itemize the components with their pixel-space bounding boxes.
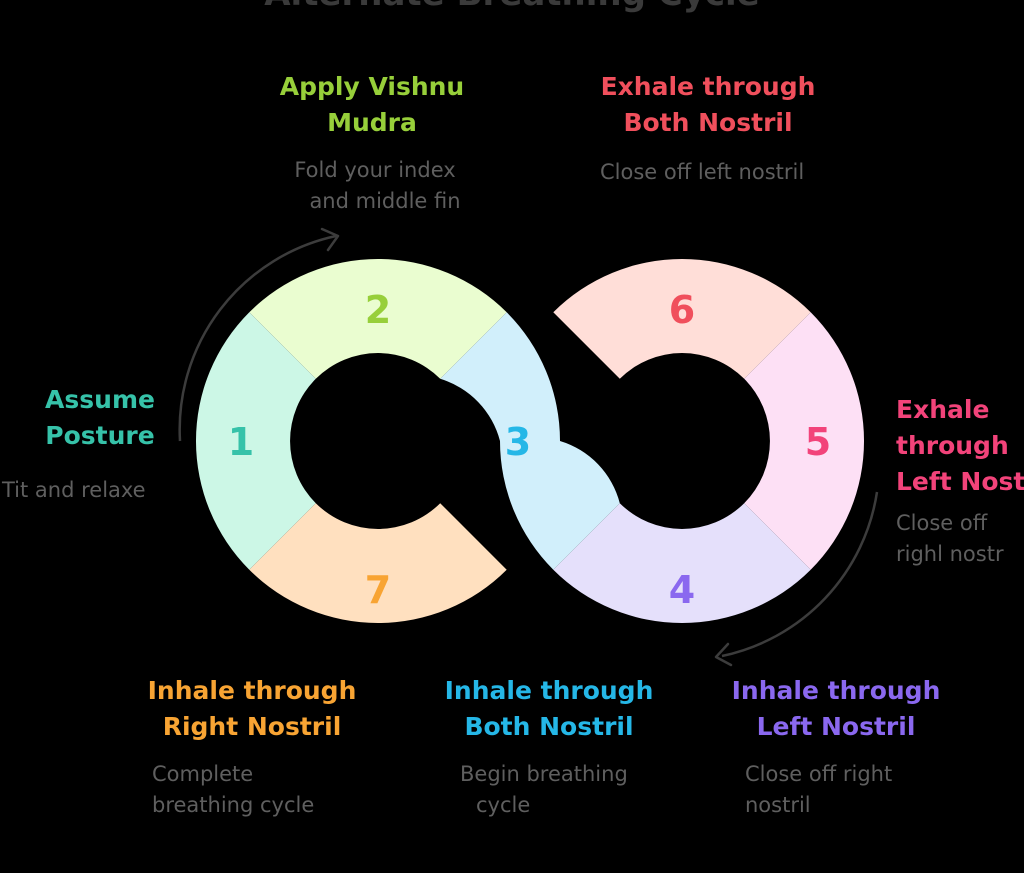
step-7-heading: Inhale through Right Nostril	[147, 676, 357, 741]
diagram-title: Alternate Breathing Cycle	[0, 0, 1024, 14]
step-4-number: 4	[669, 568, 695, 612]
segment-1	[195, 312, 316, 570]
segment-6	[553, 258, 811, 379]
step-7-number: 7	[365, 568, 391, 612]
step-5-heading: Exhale through Left Nost	[896, 395, 1024, 496]
step-6-number: 6	[669, 288, 695, 332]
step-6-description: Close off left nostril	[600, 160, 805, 184]
cycle-arrow-lower-right	[721, 491, 879, 658]
step-6-heading: Exhale through Both Nostril	[600, 72, 816, 137]
step-4-description: Close off right nostril	[745, 762, 893, 817]
step-7-description: Complete breathing cycle	[152, 762, 315, 817]
segment-4	[553, 503, 811, 624]
step-5-number: 5	[805, 420, 831, 464]
segment-7	[249, 503, 507, 624]
step-2-heading: Apply Vishnu Mudra	[279, 72, 465, 137]
cycle-arrow-lower-right-head	[714, 642, 733, 667]
cycle-arrow-upper-left	[178, 234, 337, 442]
cycle-arrow-upper-left-head	[320, 227, 340, 252]
segment-2	[249, 258, 507, 379]
step-3-number: 3	[505, 420, 531, 464]
segment-3	[440, 312, 620, 570]
step-1-description: Tit and relaxe	[2, 478, 146, 502]
step-1-heading: Assume Posture	[45, 385, 155, 450]
step-1-number: 1	[228, 420, 254, 464]
step-2-number: 2	[365, 288, 391, 332]
step-5-description: Close off righl nostr	[896, 511, 1004, 566]
step-2-description: Fold your index and middle fin	[294, 158, 461, 213]
segment-5	[744, 312, 865, 570]
step-4-heading: Inhale through Left Nostril	[731, 676, 941, 741]
step-3-heading: Inhale through Both Nostril	[444, 676, 654, 741]
step-3-description: Begin breathing cycle	[460, 762, 628, 817]
